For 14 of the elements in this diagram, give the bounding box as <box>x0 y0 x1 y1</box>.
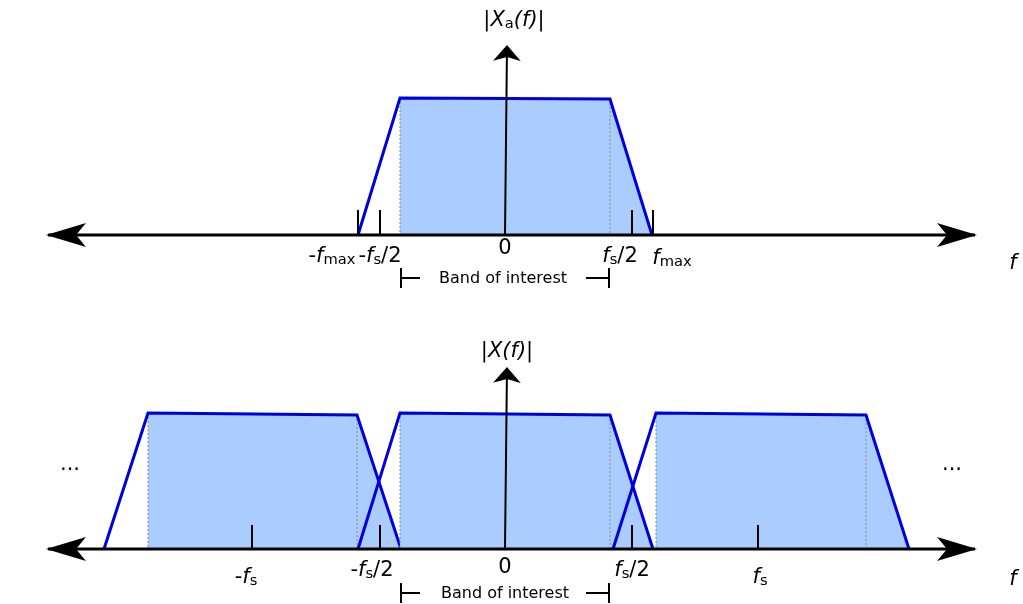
tick-label: 0 <box>498 555 512 577</box>
tick-label: f$_{s}$/2 <box>614 559 650 581</box>
tick-label: f$_{max}$ <box>652 247 692 269</box>
tick-label: -f$_{s}$/2 <box>350 559 394 581</box>
ellipsis: ... <box>60 452 80 474</box>
tick-label: -f$_{max}$ <box>308 245 356 267</box>
axis-label: |X(f)| <box>480 339 534 361</box>
tick-label: f$_{s}$ <box>752 566 768 588</box>
tick-label: 0 <box>498 236 512 258</box>
axis-label: |X$_{a}$(f)| <box>483 9 545 31</box>
tick-label: f$_{s}$/2 <box>602 245 638 267</box>
tick-label: -f$_{s}$ <box>234 566 258 588</box>
ellipsis: ... <box>942 452 962 474</box>
tick-label: -f$_{s}$/2 <box>358 245 402 267</box>
